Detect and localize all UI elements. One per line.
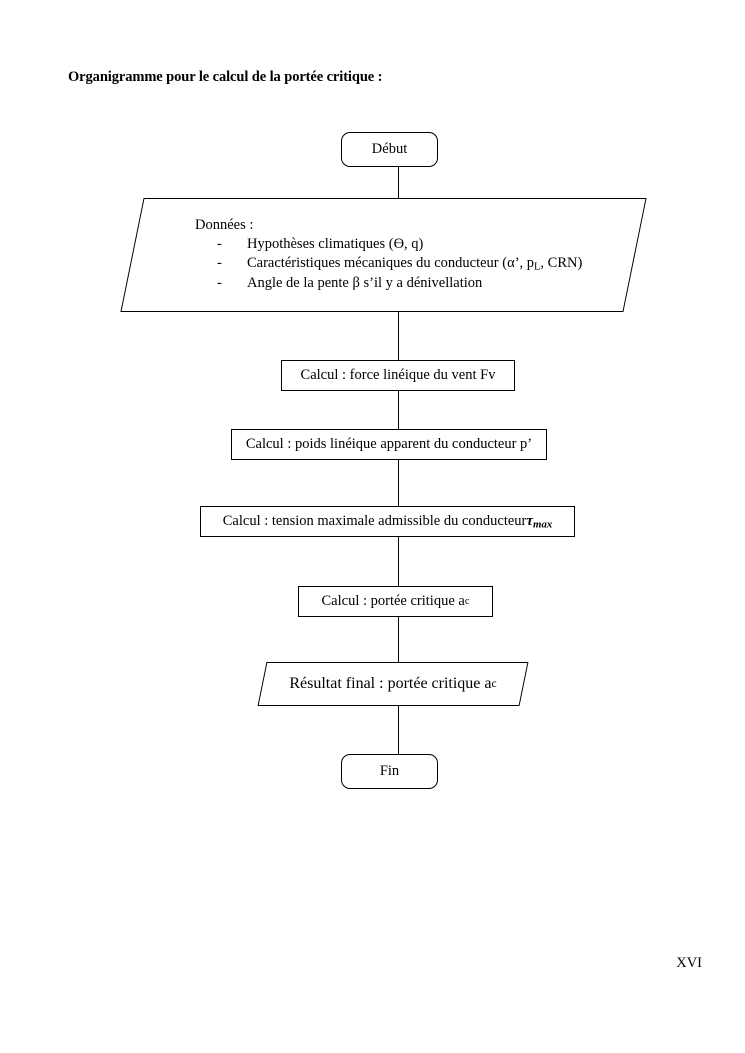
page-title: Organigramme pour le calcul de la portée…: [68, 69, 383, 85]
flowchart-node-calcul-force-vent-label: Calcul : force linéique du vent Fv: [300, 367, 496, 384]
connector-data-to-fv: [398, 311, 399, 361]
connector-start-to-data: [398, 167, 399, 199]
list-item-tail: , CRN): [540, 255, 583, 272]
flowchart-node-end: Fin: [341, 754, 438, 789]
flowchart-node-data-input: Données : - Hypothèses climatiques (Ө, q…: [120, 198, 647, 312]
flowchart-node-calcul-tension-max: Calcul : tension maximale admissible du …: [200, 506, 575, 537]
flowchart-node-start: Début: [341, 132, 438, 167]
connector-result-to-end: [398, 705, 399, 755]
bullet-dash: -: [217, 274, 222, 291]
page-number: XVI: [676, 955, 702, 971]
list-item-label: Angle de la pente β s’il y a dénivellati…: [247, 274, 483, 291]
connector-p-to-tau: [398, 459, 399, 507]
flowchart-node-start-label: Début: [371, 141, 408, 158]
connector-fv-to-p: [398, 390, 399, 430]
list-item: - Angle de la pente β s’il y a dénivella…: [217, 274, 582, 293]
flowchart-node-calcul-poids-apparent: Calcul : poids linéique apparent du cond…: [231, 429, 547, 460]
data-input-heading: Données :: [195, 217, 254, 234]
bullet-dash: -: [217, 255, 222, 272]
tau-glyph: τ: [526, 513, 534, 530]
list-item-label: Caractéristiques mécaniques du conducteu…: [247, 255, 535, 272]
data-input-list: - Hypothèses climatiques (Ө, q) - Caract…: [195, 235, 582, 292]
list-item-label: Hypothèses climatiques (Ө, q): [247, 236, 424, 253]
list-item: - Hypothèses climatiques (Ө, q): [217, 235, 582, 254]
flowchart-node-calcul-poids-apparent-label: Calcul : poids linéique apparent du cond…: [245, 436, 533, 453]
flowchart-node-calcul-portee-critique-label: Calcul : portée critique a: [321, 593, 465, 610]
flowchart-node-calcul-tension-max-label: Calcul : tension maximale admissible du …: [222, 513, 527, 530]
flowchart-node-end-label: Fin: [379, 763, 400, 780]
connector-tau-to-ac: [398, 536, 399, 587]
list-item: - Caractéristiques mécaniques du conduct…: [217, 254, 582, 273]
tau-subscript: max: [533, 518, 553, 531]
bullet-dash: -: [217, 236, 222, 253]
flowchart-node-result-label: Résultat final : portée critique a: [289, 675, 492, 692]
connector-ac-to-result: [398, 616, 399, 663]
flowchart-node-calcul-force-vent: Calcul : force linéique du vent Fv: [281, 360, 515, 391]
tau-symbol: τmax: [526, 512, 552, 531]
